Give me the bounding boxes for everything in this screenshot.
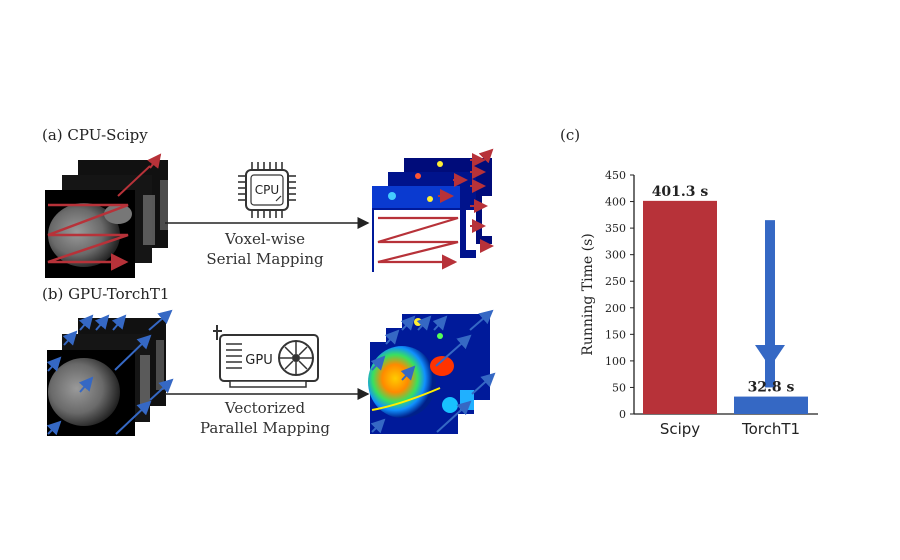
y-tick-label: 300 bbox=[605, 249, 626, 262]
y-tick-label: 50 bbox=[612, 381, 626, 394]
y-tick-label: 0 bbox=[619, 408, 626, 421]
bar-value-label: 401.3 s bbox=[652, 184, 709, 200]
y-tick-label: 400 bbox=[605, 196, 626, 209]
bar-torcht1 bbox=[734, 397, 808, 414]
y-tick-label: 250 bbox=[605, 275, 626, 288]
speedup-arrow-head bbox=[755, 345, 785, 367]
bar-scipy bbox=[643, 201, 717, 414]
y-tick-label: 200 bbox=[605, 302, 626, 315]
x-tick-label: Scipy bbox=[660, 420, 700, 438]
bar-value-label: 32.8 s bbox=[748, 380, 795, 396]
y-axis-label: Running Time (s) bbox=[580, 233, 596, 355]
y-tick-label: 350 bbox=[605, 222, 626, 235]
y-tick-label: 100 bbox=[605, 355, 626, 368]
y-tick-label: 150 bbox=[605, 328, 626, 341]
x-tick-label: TorchT1 bbox=[741, 420, 800, 438]
y-tick-label: 450 bbox=[605, 169, 626, 182]
